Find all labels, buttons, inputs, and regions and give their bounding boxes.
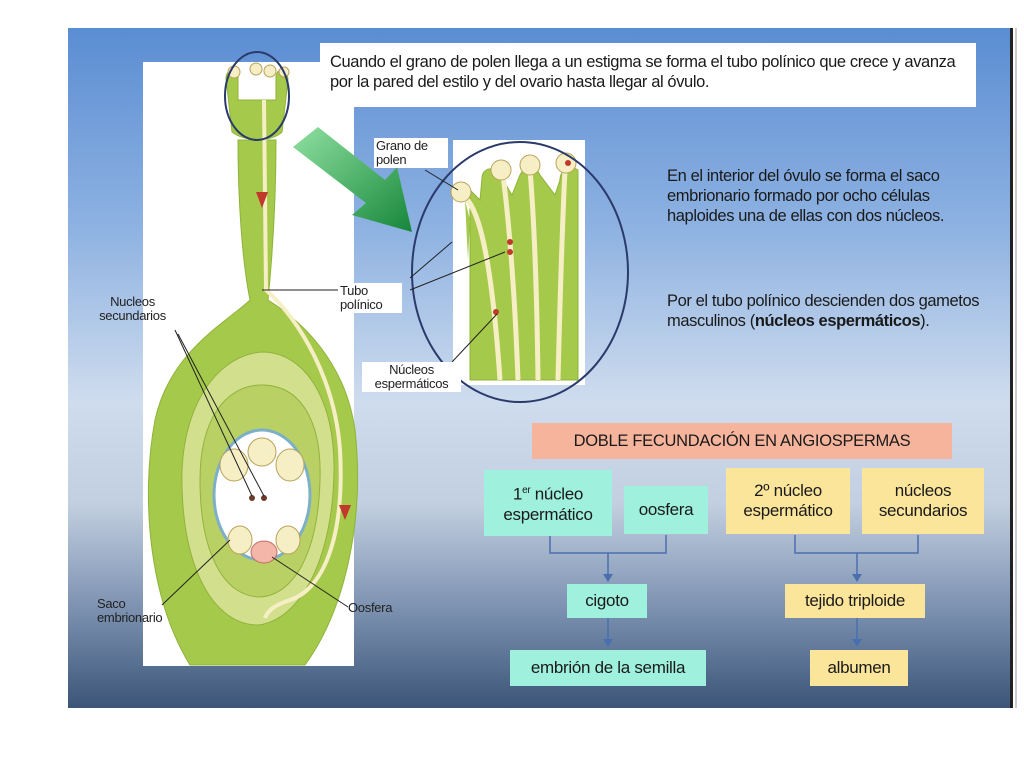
info-text-sperm-after: ). [920,312,930,330]
box-first-sperm-nucleus: 1er núcleo espermático [484,470,612,536]
intro-text-box [320,43,976,107]
label-nucleos-espermaticos: Núcleos espermáticos [362,362,461,392]
box-tejido-triploide: tejido triploide [785,584,925,618]
sperm-nucleus [507,239,513,245]
info-text-sperm-bold: núcleos espermáticos [754,312,921,330]
synergid-cell [227,525,253,555]
magnified-pollen [490,159,512,181]
box-nucleos-secundarios: núcleos secundarios [862,468,984,534]
magnified-pollen [519,154,541,176]
secondary-nucleus [261,495,267,501]
magnified-pollen [450,181,472,203]
pollen-grain [249,62,263,76]
box-embrion: embrión de la semilla [510,650,706,686]
box-albumen: albumen [810,650,908,686]
zoom-arrow [293,127,412,232]
scheme-title: DOBLE FECUNDACIÓN EN ANGIOSPERMAS [532,423,952,459]
antipodal-cell [219,448,249,482]
label-nucleos-secundarios: Nucleos secundarios [99,294,166,323]
magnified-highlight [411,141,629,403]
magnified-tube [527,169,541,381]
label-saco-embrionario: Saco embrionario [97,596,163,625]
box-oosfera: oosfera [624,486,708,534]
sperm-nucleus [507,249,513,255]
label-tubo-polinico: Tubo polínico [338,283,402,313]
descent-arrow [256,192,268,208]
box-cigoto: cigoto [567,584,647,618]
pollen-grain [263,64,277,78]
slide-edge [1010,28,1024,708]
label-oosfera: Oosfera [348,600,393,615]
magnified-tube [555,169,568,381]
secondary-nucleus [249,495,255,501]
label-grano-de-polen: Grano de polen [374,138,448,168]
box-second-sperm-nucleus: 2º núcleo espermático [726,468,850,534]
pollen-tube-path [262,99,343,619]
stigma-highlight [224,51,290,141]
magnified-tube [500,174,521,381]
intro-text: Cuando el grano de polen llega a un esti… [330,53,956,91]
antipodal-cell [275,448,305,482]
descent-arrow [339,505,351,520]
info-text-ovule: En el interior del óvulo se forma el sac… [667,167,945,225]
info-text-sperm: Por el tubo polínico descienden dos game… [667,291,987,331]
antipodal-cell [247,437,277,467]
oosfera-cell [250,540,278,564]
info-text-sperm-before: Por el tubo polínico descienden dos game… [667,292,980,330]
synergid-cell [275,525,301,555]
sperm-nucleus [493,309,499,315]
